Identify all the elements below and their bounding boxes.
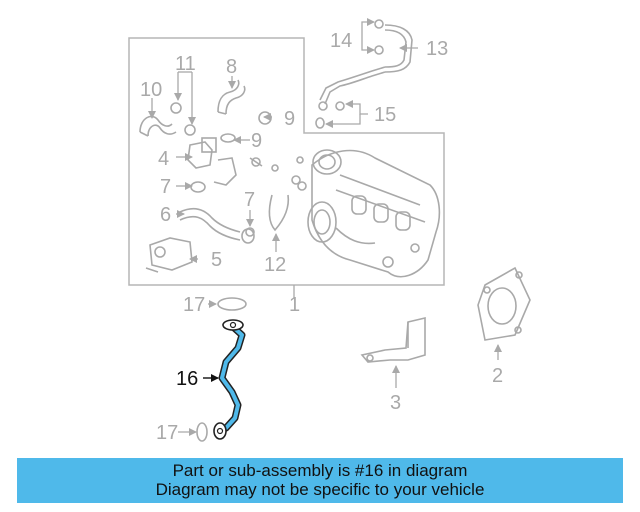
callout-9b: 9 xyxy=(251,130,262,152)
assembly-outline xyxy=(128,37,445,286)
callout-2: 2 xyxy=(492,365,503,387)
callout-9a: 9 xyxy=(284,108,295,130)
callout-5: 5 xyxy=(211,249,222,271)
callout-3: 3 xyxy=(390,392,401,414)
callout-12: 12 xyxy=(264,254,286,276)
oil-pipe-16-highlight xyxy=(213,319,246,440)
bracket-part xyxy=(360,316,426,363)
callout-10: 10 xyxy=(140,79,162,101)
callout-7a: 7 xyxy=(160,176,171,198)
callout-11: 11 xyxy=(175,53,196,75)
turbocharger-manifold-part xyxy=(296,149,441,278)
callout-7b: 7 xyxy=(244,189,255,211)
callout-13: 13 xyxy=(426,38,448,60)
gasket-17-top xyxy=(217,297,247,311)
callout-6: 6 xyxy=(160,204,171,226)
gasket-17-bottom xyxy=(196,422,208,442)
callout-17a: 17 xyxy=(183,294,205,316)
banner-line-2: Diagram may not be specific to your vehi… xyxy=(155,480,485,499)
callout-8: 8 xyxy=(226,56,237,78)
leader-lines xyxy=(148,18,502,436)
gasket-part xyxy=(477,266,531,341)
callout-17b: 17 xyxy=(156,422,178,444)
callout-4: 4 xyxy=(158,148,169,170)
callout-14: 14 xyxy=(330,30,352,52)
small-parts-cluster xyxy=(139,79,301,273)
callout-1: 1 xyxy=(289,294,300,316)
callout-15: 15 xyxy=(374,104,396,126)
info-banner: Part or sub-assembly is #16 in diagram D… xyxy=(17,458,623,503)
banner-line-1: Part or sub-assembly is #16 in diagram xyxy=(172,461,468,480)
callout-16: 16 xyxy=(176,368,198,390)
oil-lines-part xyxy=(315,19,413,129)
